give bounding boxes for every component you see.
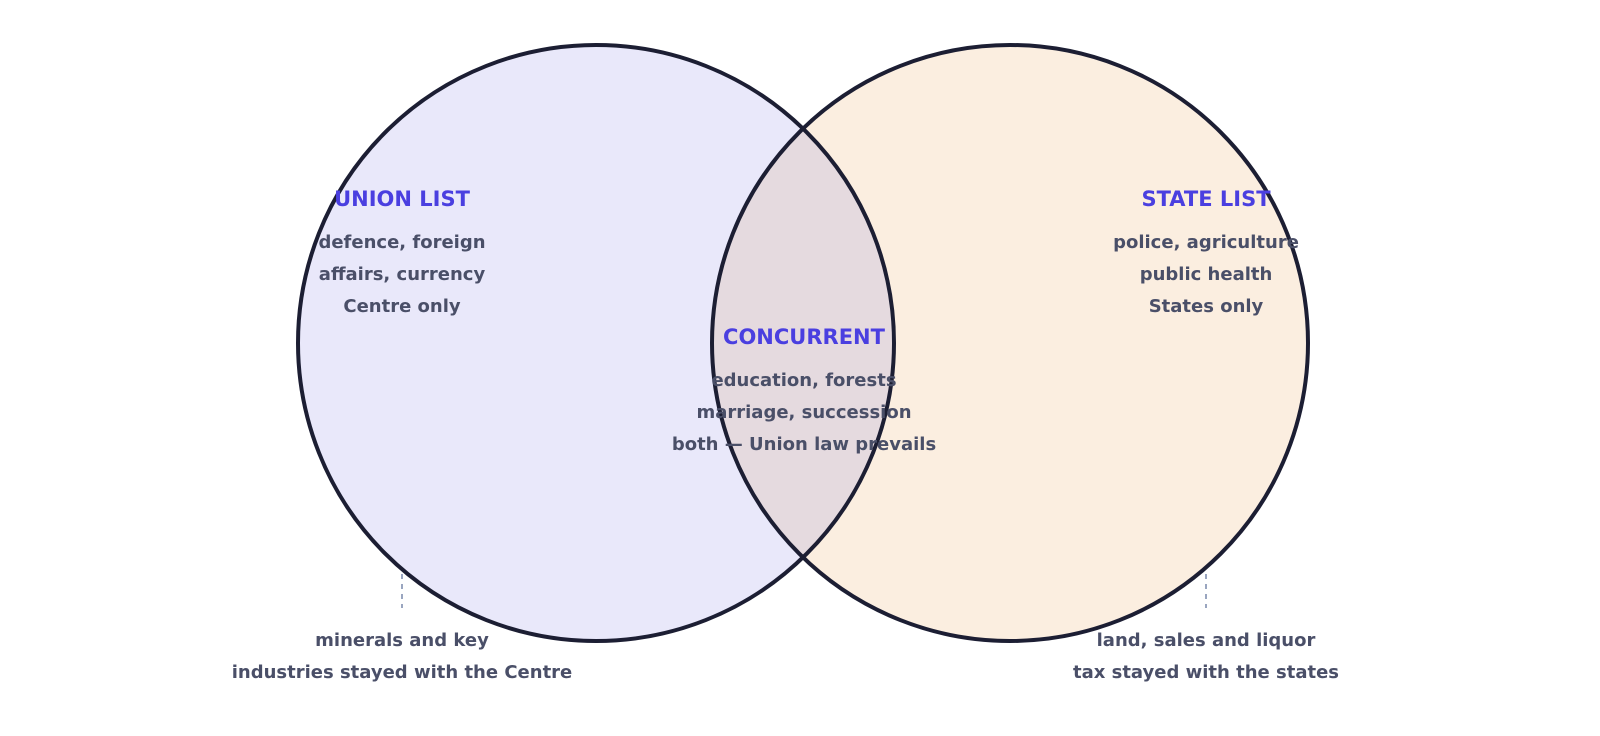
state-circle-fill: [712, 45, 1308, 641]
state-note-line: land, sales and liquor: [1097, 630, 1316, 651]
union-note-line: minerals and key: [315, 630, 489, 651]
concurrent-line: marriage, succession: [696, 402, 911, 423]
state-list-line: public health: [1140, 264, 1273, 285]
union-list-line: Centre only: [343, 296, 461, 317]
union-list-line: defence, foreign: [318, 232, 485, 253]
state-list-line: States only: [1149, 296, 1264, 317]
union-list-title: UNION LIST: [334, 187, 470, 211]
union-list-line: affairs, currency: [319, 264, 486, 285]
concurrent-line: education, forests: [711, 370, 896, 391]
state-note-line: tax stayed with the states: [1073, 662, 1339, 683]
union-note-line: industries stayed with the Centre: [232, 662, 573, 683]
union-circle-fill: [298, 45, 894, 641]
union-circle-outline: [296, 43, 896, 643]
state-list-title: STATE LIST: [1141, 187, 1271, 211]
concurrent-line: both — Union law prevails: [672, 434, 936, 455]
concurrent-title: CONCURRENT: [723, 325, 886, 349]
state-list-line: police, agriculture: [1113, 232, 1299, 253]
state-circle-outline: [710, 43, 1310, 643]
